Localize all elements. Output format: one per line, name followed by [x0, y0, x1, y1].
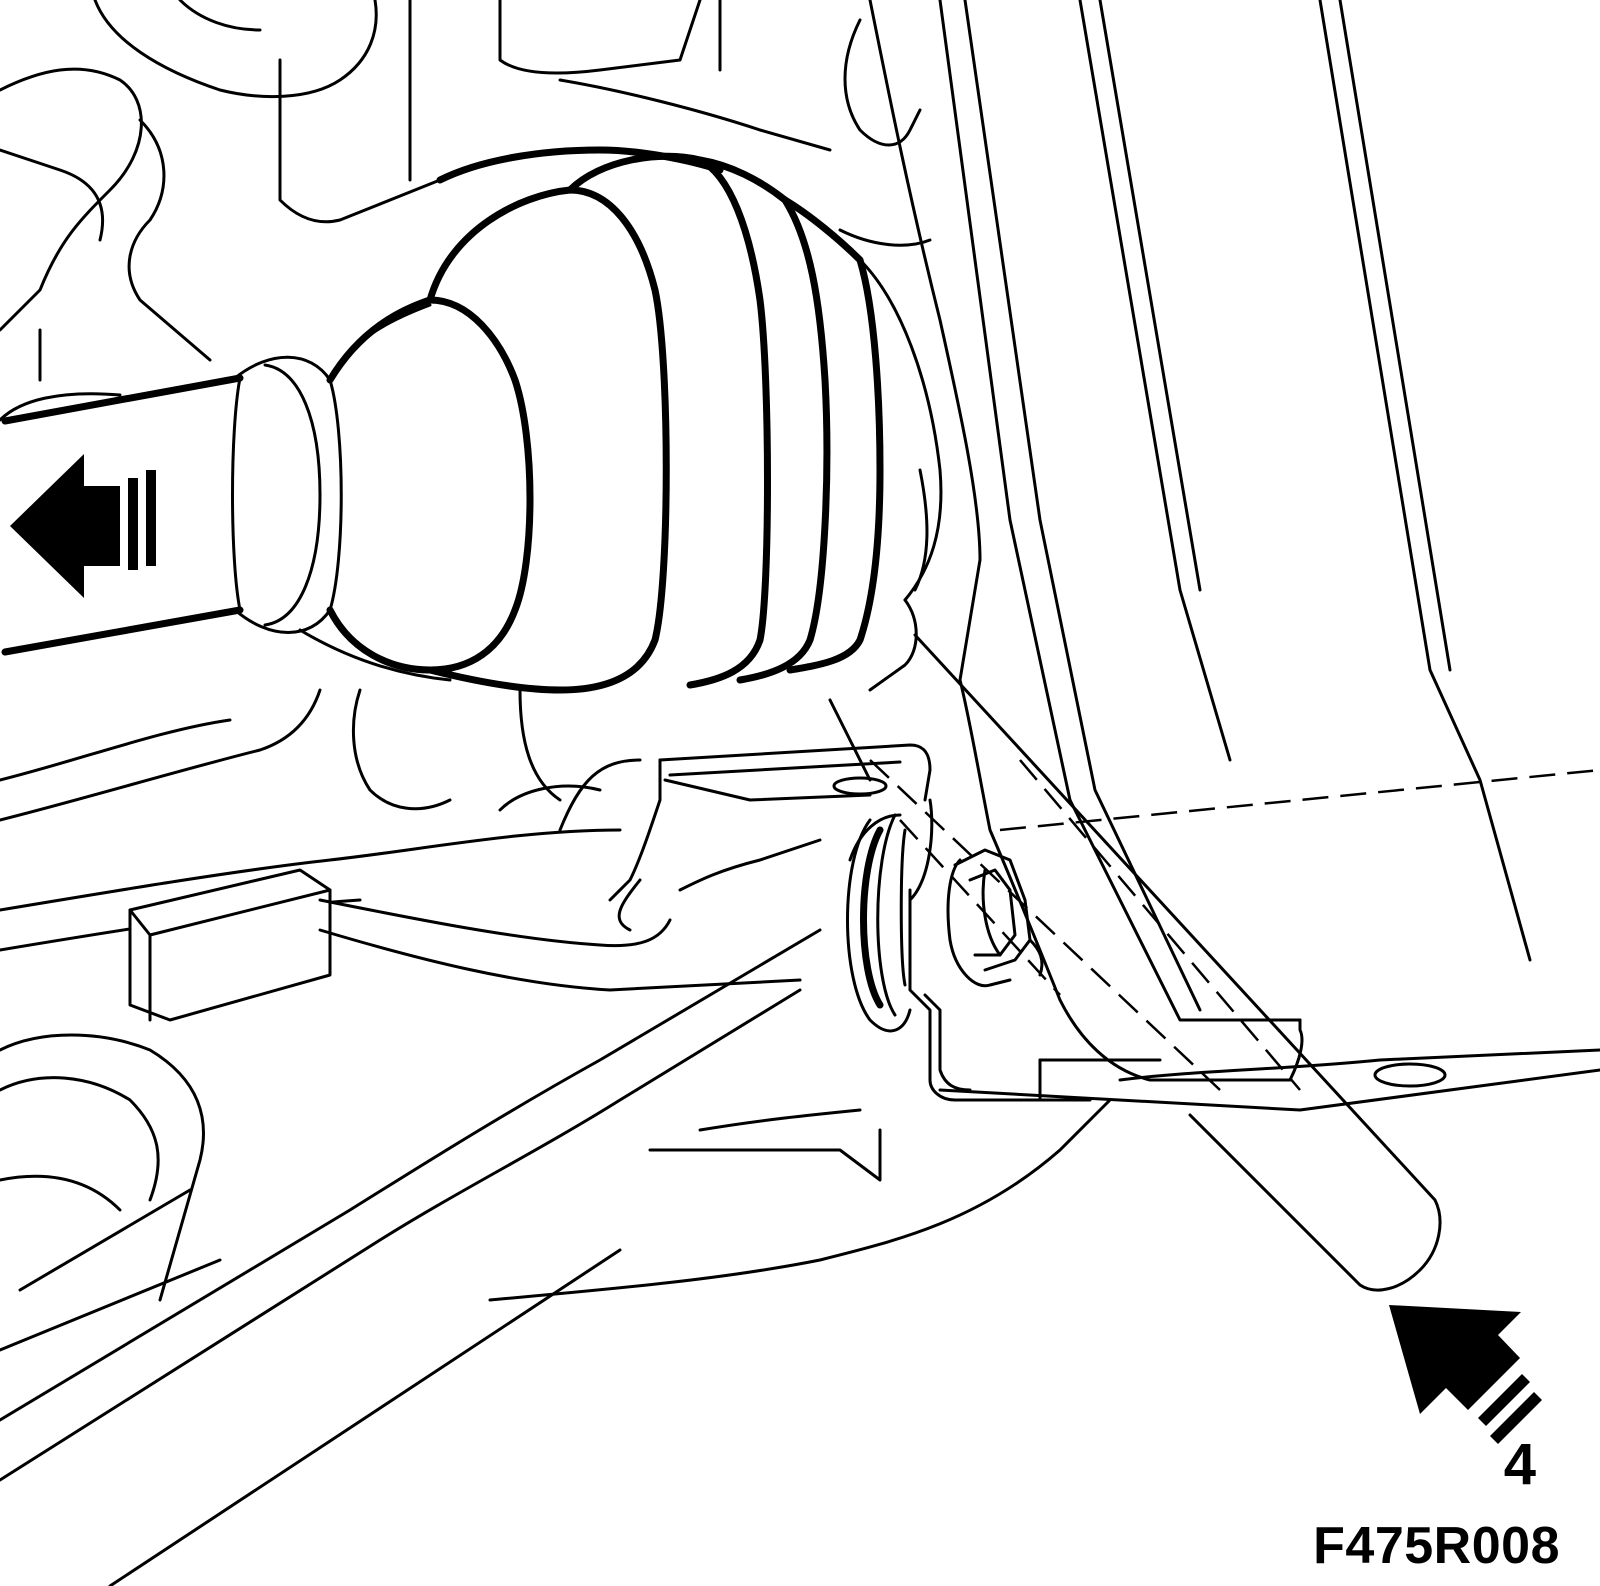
engine-casting-outline	[0, 0, 932, 422]
step-number-label: 4	[1503, 1432, 1536, 1497]
bushing	[846, 813, 912, 1033]
cv-joint-boot	[233, 146, 943, 782]
drive-shaft	[1, 374, 244, 656]
up-left-direction-arrow-icon	[1389, 1305, 1542, 1444]
mounting-bracket	[608, 743, 1162, 1102]
tool-rod	[869, 633, 1442, 1292]
figure-code-label: F475R008	[1313, 1517, 1560, 1575]
left-direction-arrow-icon	[10, 454, 156, 598]
lower-control-arm	[0, 688, 1112, 1586]
subframe-panel	[868, 0, 1600, 1112]
